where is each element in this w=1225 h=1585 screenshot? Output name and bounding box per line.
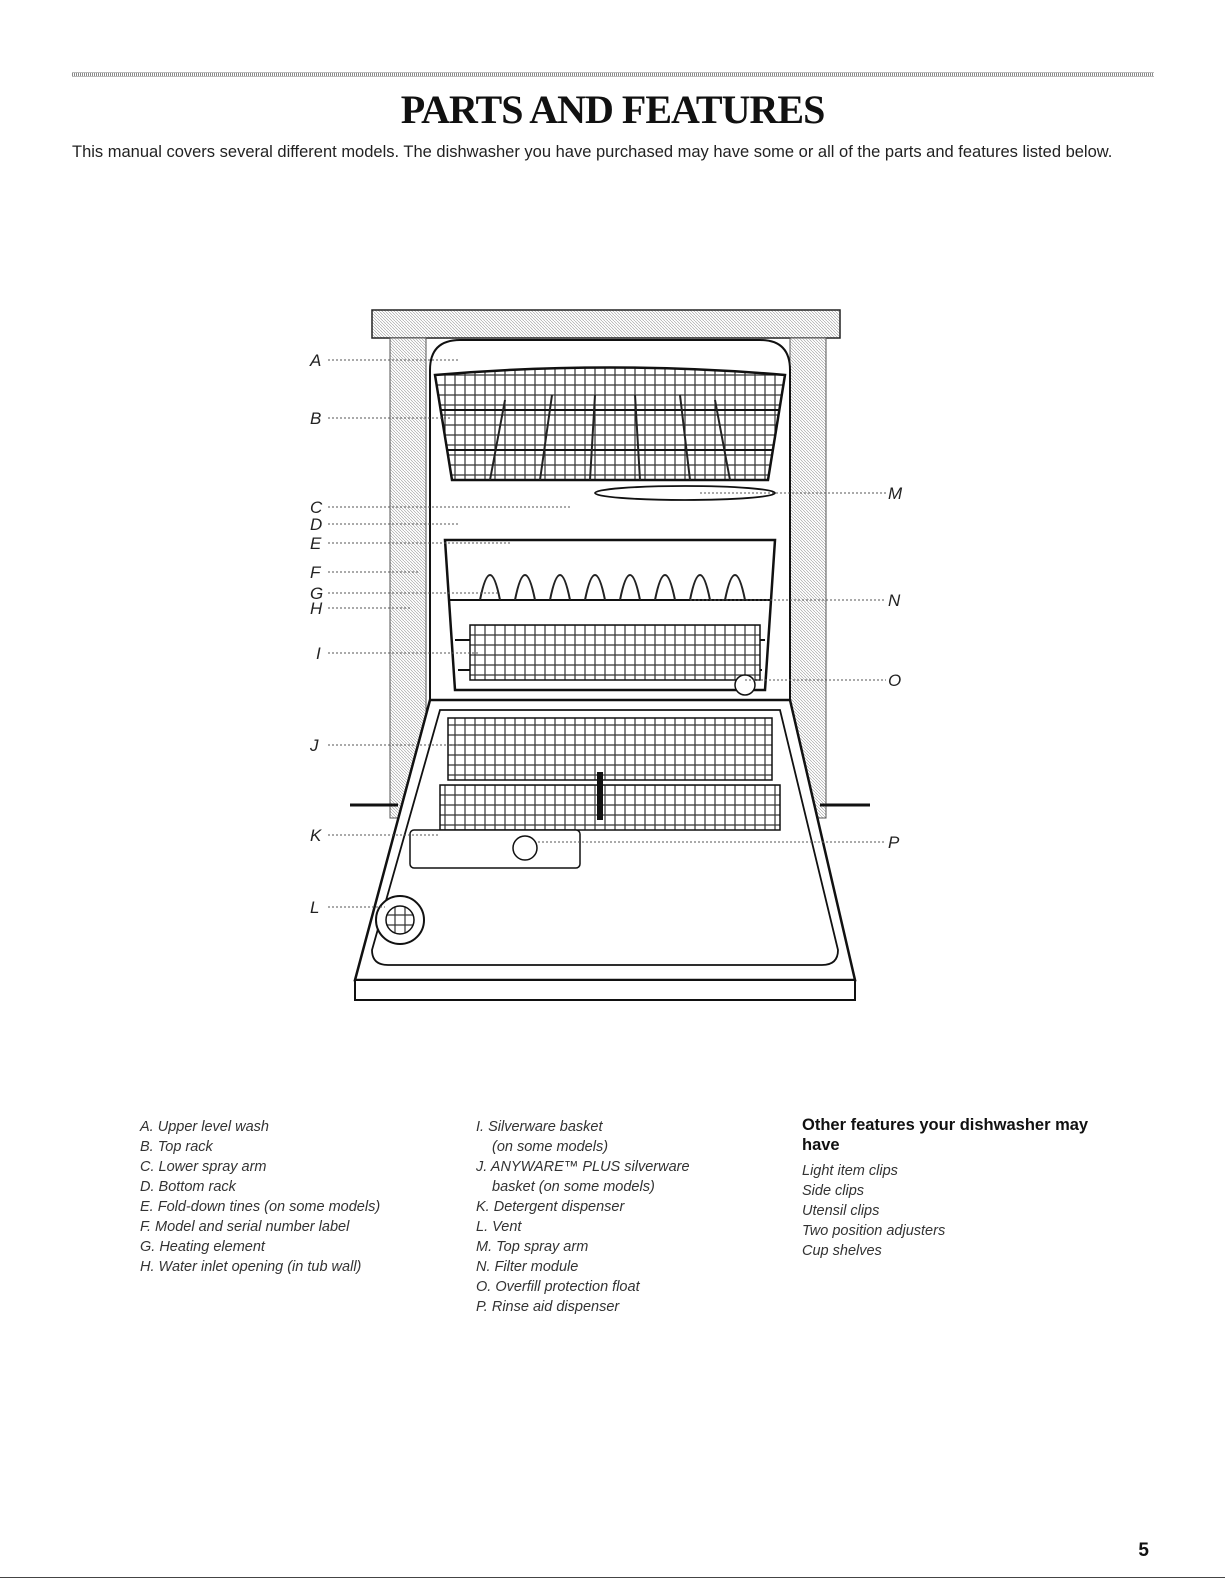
legend-item: I. Silverware basket [476,1119,603,1135]
upper-rack [433,366,787,482]
callout-c: C [310,498,323,517]
page-number: 5 [1138,1540,1149,1561]
legend-item: O. Overfill protection float [476,1279,640,1295]
legend-item: F. Model and serial number label [140,1219,350,1235]
legend-item: P. Rinse aid dispenser [476,1299,620,1315]
callout-d: D [310,515,322,534]
legend-item: C. Lower spray arm [140,1159,267,1175]
silverware-basket [447,717,773,781]
callout-g: G [310,584,323,603]
legend-item: G. Heating element [140,1239,265,1255]
feature-item: Utensil clips [802,1203,880,1219]
other-features-heading: Other features your dishwasher may have [802,1116,1089,1154]
lower-rack [443,538,777,696]
callout-e: E [310,534,322,553]
legend-item: N. Filter module [476,1259,579,1275]
legend-item: D. Bottom rack [140,1179,236,1195]
callout-a: A [309,351,321,370]
callout-h: H [310,599,323,618]
legend-item: L. Vent [476,1219,522,1235]
legend-item: E. Fold-down tines (on some models) [140,1199,381,1215]
other-features-list: Light item clips Side clips Utensil clip… [802,1161,1102,1261]
callout-b: B [310,409,321,428]
feature-item: Side clips [802,1183,865,1199]
callout-i: I [316,644,321,663]
legend-item: J. ANYWARE™ PLUS silverware [476,1159,690,1175]
callout-n: N [888,591,901,610]
legend-item: K. Detergent dispenser [476,1199,625,1215]
top-spray-arm [594,485,776,501]
page-title: PARTS AND FEATURES [400,87,826,132]
callout-k: K [310,826,322,845]
dishwasher-diagram: A B C D E F G H I J K L M N O P [309,309,903,1001]
intro-text: This manual covers several different mod… [72,143,1113,161]
callout-p: P [888,833,900,852]
bottom-divider [0,1577,1225,1578]
legend-item-continued: basket (on some models) [492,1179,655,1195]
callout-f: F [310,563,322,582]
feature-item: Cup shelves [802,1243,882,1259]
callout-j: J [309,736,319,755]
feature-item: Light item clips [802,1163,898,1179]
legend-item: A. Upper level wash [140,1119,269,1135]
top-divider [72,72,1154,77]
legend-item: H. Water inlet opening (in tub wall) [140,1259,362,1275]
legend-item-continued: (on some models) [492,1139,609,1155]
countertop [371,309,841,339]
legend-item: M. Top spray arm [476,1239,589,1255]
legend-column-1: A. Upper level wash B. Top rack C. Lower… [140,1117,440,1277]
callout-l: L [310,898,319,917]
callout-m: M [888,484,903,503]
dishwasher-door [353,698,857,1001]
feature-item: Two position adjusters [802,1223,946,1239]
legend-column-2: I. Silverware basket (on some models) J.… [476,1117,776,1317]
legend-item: B. Top rack [140,1139,213,1155]
callout-o: O [888,671,901,690]
detergent-dispenser [409,829,581,869]
